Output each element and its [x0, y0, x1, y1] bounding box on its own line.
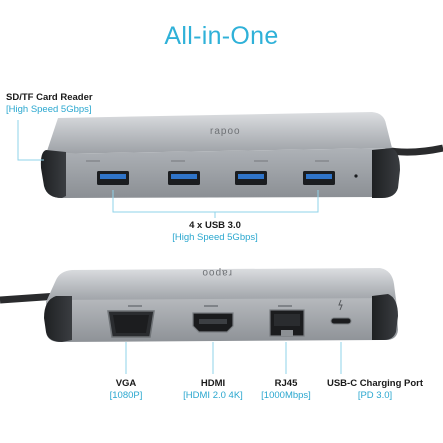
- usb-c-name: USB-C Charging Port: [326, 378, 424, 389]
- top-hub-surface: [46, 112, 392, 154]
- hdmi-port: [192, 312, 234, 333]
- usb-a-port-4: [303, 171, 335, 185]
- top-hub-right-cap: [372, 148, 400, 198]
- bottom-hub-right-cap: [372, 294, 398, 340]
- vga-marking: [128, 305, 142, 307]
- usb-name: 4 x USB 3.0: [189, 220, 241, 231]
- top-hub-left-cap: [40, 150, 66, 198]
- rj45-port: [269, 309, 305, 337]
- rj45-spec: [1000Mbps]: [261, 390, 311, 401]
- sd-tf-callout: SD/TF Card Reader [High Speed 5Gbps]: [6, 92, 126, 116]
- status-led: [354, 174, 358, 178]
- usb-c-port: [330, 317, 352, 325]
- usb-a-port-2: [168, 171, 200, 185]
- usb-a-port-1: [97, 171, 129, 185]
- hdmi-spec: [HDMI 2.0 4K]: [183, 390, 243, 401]
- usb-a-port-3: [235, 171, 267, 185]
- usb-port-marking: [86, 160, 100, 162]
- lan-marking: [278, 305, 292, 307]
- usb-port-marking: [254, 160, 268, 162]
- usb-c-spec: [PD 3.0]: [357, 390, 393, 401]
- page-title: All-in-One: [164, 22, 279, 50]
- usb-c-callout: USB-C Charging Port [PD 3.0]: [311, 378, 439, 402]
- thunder-icon: [338, 299, 343, 311]
- sd-tf-name: SD/TF Card Reader: [6, 92, 93, 103]
- sd-tf-spec: [High Speed 5Gbps]: [6, 104, 92, 115]
- rj45-name: RJ45: [274, 378, 298, 389]
- usb-port-marking: [171, 160, 185, 162]
- bottom-hub-left-cap: [44, 296, 72, 342]
- vga-port: [107, 310, 155, 338]
- vga-spec: [1080P]: [109, 390, 143, 401]
- bottom-brand-logo: rapoo: [201, 267, 232, 278]
- usb-spec: [High Speed 5Gbps]: [172, 232, 258, 243]
- hdmi-marking: [204, 305, 218, 307]
- vga-callout: VGA [1080P]: [96, 378, 156, 402]
- bottom-hub: rapoo: [0, 267, 398, 342]
- top-brand-logo: rapoo: [210, 126, 241, 137]
- hdmi-callout: HDMI [HDMI 2.0 4K]: [168, 378, 258, 402]
- vga-name: VGA: [115, 378, 137, 389]
- bottom-hub-surface: [46, 268, 396, 302]
- top-hub-front: [46, 148, 394, 198]
- hdmi-name: HDMI: [200, 378, 226, 389]
- top-hub: rapoo: [40, 112, 443, 198]
- sd-tf-callout-line: [17, 120, 44, 161]
- usb-port-marking: [315, 160, 329, 162]
- rj45-callout: RJ45 [1000Mbps]: [251, 378, 321, 402]
- usb-callout: 4 x USB 3.0 [High Speed 5Gbps]: [150, 220, 280, 244]
